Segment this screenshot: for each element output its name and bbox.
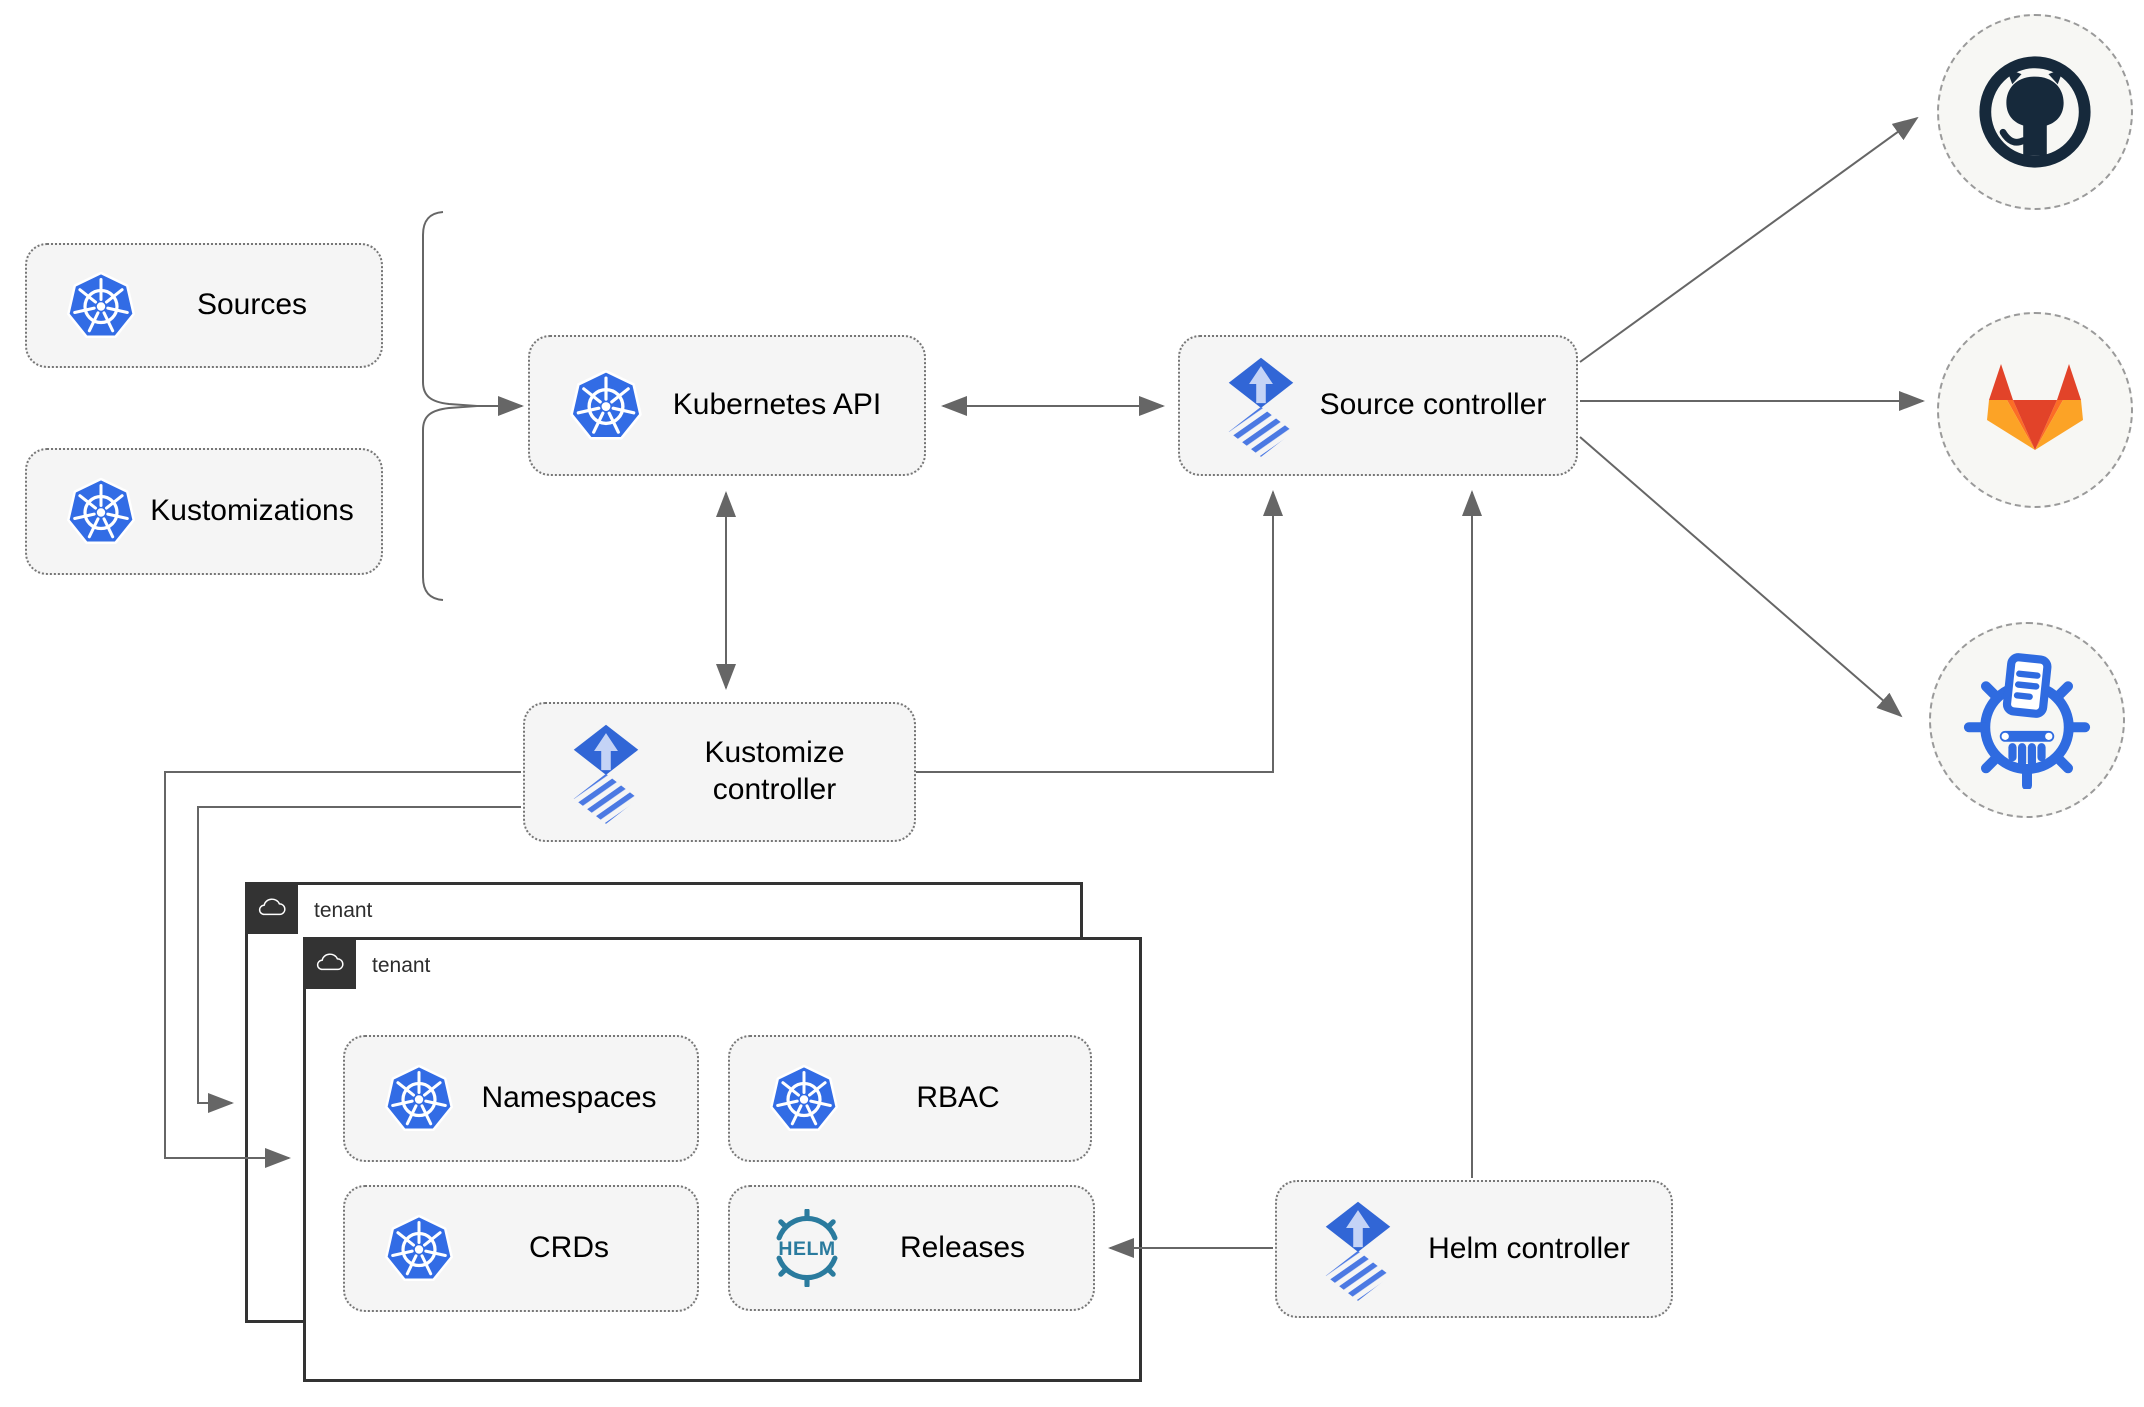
kubernetes-icon [768, 1062, 840, 1136]
edge-source-controller-kustomize [1579, 436, 1903, 718]
tenant-label: tenant [372, 954, 431, 977]
node-source-controller: Source controller [1178, 335, 1578, 476]
flux-icon [1218, 354, 1304, 457]
node-sources: Sources [25, 243, 383, 368]
helm-icon: HELM [768, 1209, 846, 1287]
kustomize-icon [1958, 651, 2096, 789]
node-label: Kubernetes API [672, 388, 882, 422]
github-icon [1971, 48, 2099, 176]
node-namespaces: Namespaces [343, 1035, 699, 1162]
kubernetes-icon [65, 475, 137, 549]
tenant-header [245, 882, 298, 934]
helm-wordmark: HELM [778, 1238, 835, 1260]
tenant-header [303, 937, 356, 989]
kubernetes-icon [383, 1062, 455, 1136]
node-rbac: RBAC [728, 1035, 1092, 1162]
node-label: Kustomizations [150, 494, 354, 528]
node-helm-controller: Helm controller [1275, 1180, 1673, 1318]
node-label: Source controller [1319, 388, 1547, 422]
node-label: Releases [899, 1230, 1026, 1264]
node-kubernetes-api: Kubernetes API [528, 335, 926, 476]
endpoint-github [1937, 14, 2133, 210]
node-label: Kustomize controller [704, 736, 845, 806]
node-label: Helm controller [1428, 1231, 1630, 1265]
endpoint-gitlab [1937, 312, 2133, 508]
node-label: RBAC [916, 1081, 1000, 1115]
node-releases: HELM Releases [728, 1185, 1095, 1311]
tenant-label: tenant [314, 899, 373, 922]
node-kustomize-controller: Kustomize controller [523, 702, 916, 842]
cloud-icon [257, 897, 287, 919]
edge-kustomize-controller-source-controller [916, 490, 1283, 773]
endpoint-kustomize [1929, 622, 2125, 818]
edge-source-controller-github [1579, 116, 1919, 363]
edge-brace-sources-kustomizations [422, 211, 478, 601]
node-crds: CRDs [343, 1185, 699, 1312]
flux-icon [563, 721, 649, 824]
node-kustomizations: Kustomizations [25, 448, 383, 575]
kubernetes-icon [383, 1212, 455, 1286]
node-label: Namespaces [481, 1081, 657, 1115]
kubernetes-icon [65, 269, 137, 343]
cloud-icon [315, 952, 345, 974]
flux-icon [1315, 1198, 1401, 1301]
node-label: CRDs [529, 1231, 609, 1265]
gitlab-icon [1979, 358, 2091, 462]
node-label: Sources [196, 288, 308, 322]
kubernetes-icon [568, 367, 644, 445]
